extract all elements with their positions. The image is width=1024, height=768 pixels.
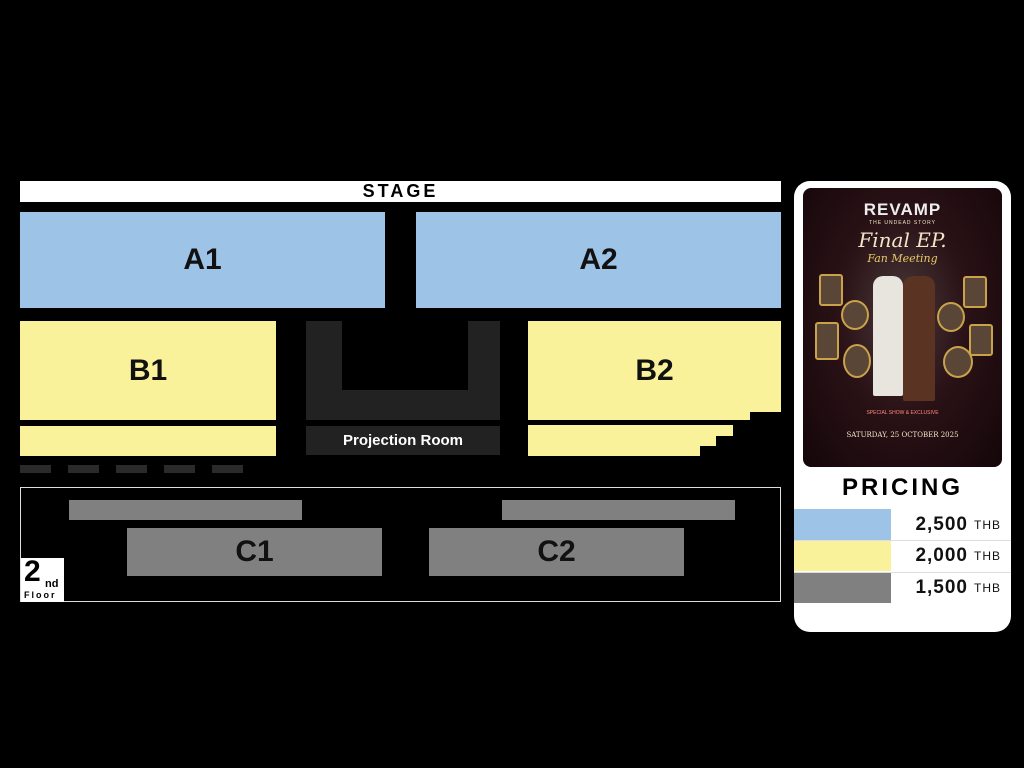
price-currency: THB (974, 517, 1001, 532)
zone-a1[interactable]: A1 (20, 212, 385, 308)
control-booth-gap (342, 321, 468, 390)
zone-b2-label: B2 (635, 353, 674, 387)
zone-b2[interactable]: B2 (528, 321, 781, 420)
zone-b1-label: B1 (128, 353, 168, 387)
price-swatch-gray (794, 573, 891, 603)
portrait-frame (969, 324, 993, 356)
cast-figure (873, 276, 903, 396)
floor-suffix: nd (45, 578, 59, 590)
zone-c2-label: C2 (537, 535, 576, 568)
zone-b1[interactable]: B1 (20, 321, 276, 420)
price-swatch-yellow (794, 541, 891, 571)
price-tier: 2,500 THB (794, 509, 1011, 540)
projection-room: Projection Room (306, 426, 500, 455)
stair-step (750, 412, 781, 420)
portrait-frame (815, 322, 839, 360)
zone-b2-rear-row[interactable] (528, 425, 733, 456)
price-amount: 2,000 (915, 545, 968, 566)
poster-title2: Fan Meeting (867, 252, 938, 265)
zone-c2[interactable]: C2 (429, 528, 684, 576)
price-amount: 1,500 (915, 577, 968, 598)
zone-a1-label: A1 (183, 243, 222, 276)
event-poster: REVAMP THE UNDEAD STORY Final EP. Fan Me… (803, 188, 1002, 467)
cast-figure (903, 276, 935, 401)
stage: STAGE (20, 181, 781, 202)
price-currency: THB (974, 549, 1001, 563)
zone-c1[interactable]: C1 (127, 528, 382, 576)
aisle-marker (212, 465, 243, 473)
zone-b1-rear-row[interactable] (20, 426, 276, 456)
floor-number: 2 (24, 555, 41, 588)
aisle-marker (68, 465, 99, 473)
zone-c1-label: C1 (235, 535, 274, 568)
stair-step (716, 436, 733, 456)
poster-title: Final EP. (858, 228, 947, 252)
portrait-frame (943, 346, 973, 378)
floor-badge: 2 nd Floor (21, 555, 64, 602)
portrait-frame (843, 344, 871, 378)
price-currency: THB (974, 581, 1001, 595)
price-swatch-blue (794, 509, 891, 540)
price-tier: 2,000 THB (794, 540, 1011, 571)
stair-step (700, 446, 716, 456)
pricing-heading: PRICING (841, 474, 963, 501)
aisle-marker (164, 465, 195, 473)
portrait-frame (841, 300, 869, 330)
poster-brand: REVAMP (863, 200, 942, 219)
aisle-marker (116, 465, 147, 473)
second-floor-area (20, 487, 781, 602)
zone-c1-front-row[interactable] (69, 500, 302, 520)
price-amount: 2,500 (915, 513, 968, 535)
aisle-marker (20, 465, 51, 473)
poster-special: SPECIAL SHOW & EXCLUSIVE (866, 410, 939, 416)
portrait-frame (937, 302, 965, 332)
poster-date: SATURDAY, 25 OCTOBER 2025 (846, 431, 959, 439)
floor-label: Floor (24, 590, 57, 600)
portrait-frame (963, 276, 987, 308)
poster-subtitle: THE UNDEAD STORY (869, 220, 936, 226)
zone-a2[interactable]: A2 (416, 212, 781, 308)
portrait-frame (819, 274, 843, 306)
zone-a2-label: A2 (579, 243, 618, 276)
zone-c2-front-row[interactable] (502, 500, 735, 520)
price-tier: 1,500 THB (794, 572, 1011, 603)
projection-room-label: Projection Room (342, 432, 463, 449)
